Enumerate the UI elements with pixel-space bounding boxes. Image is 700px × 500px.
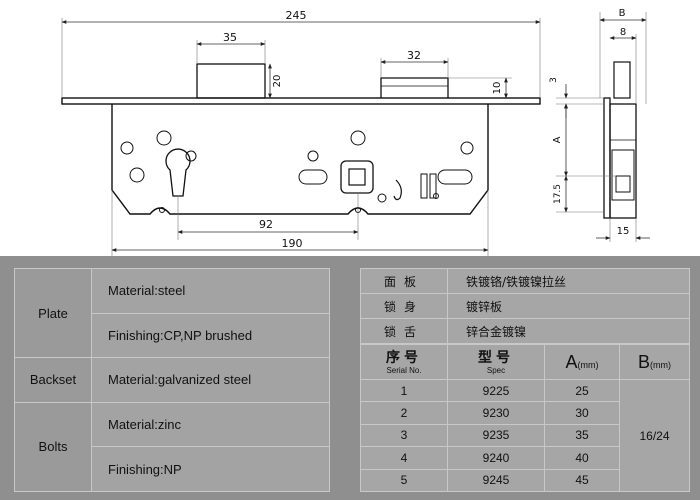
dim-case-width: 190 <box>282 237 303 250</box>
header-serial-cn: 序号 <box>386 349 422 366</box>
pin <box>433 193 439 199</box>
bolts-material: Material:zinc <box>91 401 330 448</box>
table-row: 5 9245 45 <box>360 468 690 493</box>
slot <box>129 167 145 183</box>
screw-hole <box>460 141 474 155</box>
header-spec-cn: 型号 <box>478 349 514 366</box>
header-b-unit: (mm) <box>650 359 671 370</box>
lock-case <box>111 104 489 215</box>
cn-key-faceplate: 面板 <box>360 268 448 294</box>
cell-b: 16/24 <box>619 379 690 492</box>
plate-finishing: Finishing:CP,NP brushed <box>91 312 330 359</box>
cell-a: 40 <box>544 446 620 470</box>
header-spec: 型号 Spec <box>447 344 545 380</box>
latch-spring <box>393 179 402 201</box>
slot <box>437 169 473 185</box>
cell-spec: 9225 <box>447 378 545 403</box>
dim-latch-height: 10 <box>492 82 503 95</box>
plate-material: Material:steel <box>91 268 330 314</box>
dim-side-plate-offset: 3 <box>549 77 559 83</box>
rivet <box>185 150 197 162</box>
deadbolt <box>196 63 266 99</box>
category-backset: Backset <box>14 357 92 403</box>
cell-spec: 9230 <box>447 401 545 425</box>
table-row: 1 9225 25 16/24 <box>360 378 690 492</box>
dim-side-b: B <box>619 8 626 19</box>
cn-value-lock-body: 镀锌板 <box>447 293 690 319</box>
cn-value-bolt: 锌合金镀镍 <box>447 318 690 344</box>
spindle-square <box>348 168 366 186</box>
side-view-mechanism <box>611 149 635 201</box>
pin <box>377 193 387 203</box>
specification-panel: Plate Material:steel Finishing:CP,NP bru… <box>0 256 700 500</box>
side-view-bolt <box>613 61 631 99</box>
cell-a: 35 <box>544 423 620 448</box>
cell-spec: 9240 <box>447 446 545 470</box>
dim-side-a: A <box>552 136 563 143</box>
screw-hole <box>350 130 366 146</box>
header-a-label: A <box>565 351 578 372</box>
dim-side-15: 15 <box>617 226 630 237</box>
header-a: A(mm) <box>544 344 620 380</box>
category-plate: Plate <box>14 267 92 359</box>
cylinder-profile-hole <box>165 148 191 197</box>
spindle-housing <box>340 160 374 194</box>
cell-serial: 4 <box>360 446 448 470</box>
side-view-gear <box>615 175 631 193</box>
latch-lever <box>420 173 428 199</box>
dim-deadbolt-height: 20 <box>272 75 283 88</box>
header-spec-en: Spec <box>486 365 506 375</box>
cell-spec: 9235 <box>447 423 545 448</box>
cell-serial: 3 <box>360 423 448 448</box>
dim-side-lower: 17.5 <box>553 184 563 204</box>
screw-hole <box>156 130 172 146</box>
faceplate <box>61 97 541 105</box>
cell-a: 45 <box>544 468 620 493</box>
backset-material: Material:galvanized steel <box>91 357 330 403</box>
cn-key-lock-body: 锁身 <box>360 293 448 319</box>
cell-spec: 9245 <box>447 468 545 493</box>
dim-side-8: 8 <box>620 27 626 38</box>
cell-a: 25 <box>544 378 620 403</box>
slot <box>298 169 328 185</box>
latch-lever <box>429 173 437 199</box>
model-spec-table: 序号 Serial No. 型号 Spec A(mm) B(mm) 1 9225… <box>360 344 690 493</box>
dim-latch-width: 32 <box>407 49 421 62</box>
screw-hole <box>120 141 134 155</box>
cn-key-bolt: 锁舌 <box>360 318 448 344</box>
cn-value-faceplate: 铁镀铬/铁镀镍拉丝 <box>447 268 690 294</box>
latch-bolt <box>380 77 449 98</box>
header-b-label: B <box>637 351 650 372</box>
bolts-finishing: Finishing:NP <box>91 446 330 492</box>
header-serial: 序号 Serial No. <box>360 344 448 380</box>
dim-overall-width: 245 <box>286 9 307 22</box>
header-serial-en: Serial No. <box>386 365 422 375</box>
materials-table-cn: 面板 铁镀铬/铁镀镍拉丝 锁身 镀锌板 锁舌 锌合金镀镍 <box>360 268 690 344</box>
lock-body-technical-drawing: 245 35 20 32 10 92 190 B 8 3 A 17.5 <box>61 8 650 256</box>
cell-serial: 5 <box>360 468 448 493</box>
category-bolts: Bolts <box>14 401 92 493</box>
side-view-faceplate <box>603 97 611 219</box>
table-row: 2 9230 30 <box>360 401 690 425</box>
table-row: 3 9235 35 <box>360 423 690 448</box>
rivet <box>307 150 319 162</box>
dim-deadbolt-width: 35 <box>223 31 237 44</box>
cell-a: 30 <box>544 401 620 425</box>
materials-table-en: Plate Material:steel Finishing:CP,NP bru… <box>14 267 330 493</box>
table-row: 4 9240 40 <box>360 446 690 470</box>
side-view-case <box>609 103 637 219</box>
cell-serial: 1 <box>360 378 448 403</box>
pin <box>159 207 165 213</box>
header-a-unit: (mm) <box>577 359 599 370</box>
cell-serial: 2 <box>360 401 448 425</box>
dim-backset-spacing: 92 <box>259 218 273 231</box>
header-b: B(mm) <box>619 344 690 380</box>
